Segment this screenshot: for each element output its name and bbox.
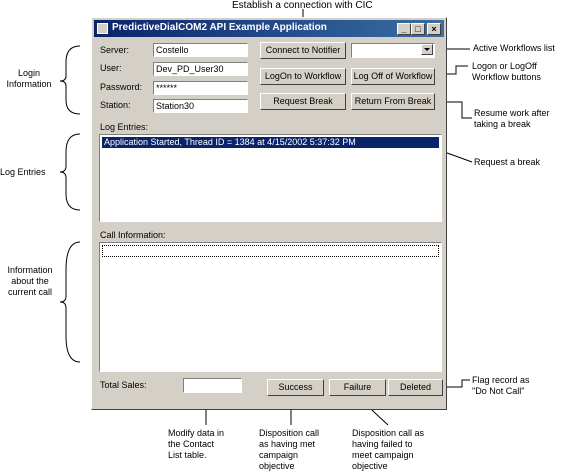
annotation-success: Disposition call as having met campaign … [259,428,320,471]
list-item[interactable]: Application Started, Thread ID = 1384 at… [102,137,439,148]
failure-button[interactable]: Failure [329,379,386,396]
station-label: Station: [100,100,131,110]
connect-button[interactable]: Connect to Notifier [260,42,346,59]
app-icon [97,23,108,34]
annotation-call-info: Information about the current call [7,265,53,297]
call-brace [59,241,81,363]
flag-leader [443,379,470,388]
login-brace [59,45,81,115]
call-info-label: Call Information: [100,230,166,240]
chevron-down-icon[interactable] [421,44,433,55]
log-brace [59,133,81,211]
user-field[interactable]: Dev_PD_User30 [153,62,248,76]
password-field[interactable]: ****** [153,81,248,95]
log-entries-label: Log Entries: [100,122,149,132]
total-sales-field[interactable] [183,378,242,393]
return-from-break-button[interactable]: Return From Break [351,93,435,110]
active-workflows-select[interactable] [351,43,435,58]
annotation-logon-logoff: Logon or LogOff Workflow buttons [472,61,541,82]
annotation-log-entries: Log Entries [0,167,46,177]
log-entries-list[interactable]: Application Started, Thread ID = 1384 at… [99,134,442,222]
station-field[interactable]: Station30 [153,99,248,113]
total-sales-label: Total Sales: [100,380,147,390]
call-info-row[interactable] [102,245,439,257]
annotation-modify: Modify data in the Contact List table. [168,428,225,460]
logon-workflow-button[interactable]: LogOn to Workflow [260,68,346,85]
user-label: User: [100,63,122,73]
annotation-flag: Flag record as "Do Not Call" [472,375,530,396]
annotation-failure: Disposition call as having failed to mee… [352,428,425,471]
annotation-login: Login Information [6,68,52,89]
window-title: PredictiveDialCOM2 API Example Applicati… [112,22,327,33]
annotation-request-break: Request a break [474,157,541,167]
maximize-button[interactable]: □ [411,23,425,35]
annotation-active-workflows: Active Workflows list [473,43,555,53]
password-label: Password: [100,82,143,92]
call-info-list[interactable] [99,242,442,372]
minimize-button[interactable]: _ [397,23,411,35]
annotation-top: Establish a connection with CIC [232,0,373,11]
success-button[interactable]: Success [267,379,324,396]
request-break-button[interactable]: Request Break [260,93,346,110]
app-window: PredictiveDialCOM2 API Example Applicati… [91,17,447,410]
logoff-workflow-button[interactable]: Log Off of Workflow [351,68,435,85]
close-button[interactable]: × [427,23,441,35]
server-label: Server: [100,45,130,55]
title-bar[interactable]: PredictiveDialCOM2 API Example Applicati… [94,20,444,37]
annotation-resume: Resume work after taking a break [474,108,550,129]
deleted-button[interactable]: Deleted [388,379,443,396]
server-field[interactable]: Costello [153,43,248,57]
